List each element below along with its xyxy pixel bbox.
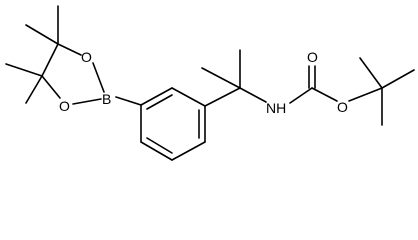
amine-label: NH	[266, 100, 286, 116]
chemical-structure-diagram: B O O NH O O	[5, 5, 415, 161]
ester-oxygen-label: O	[337, 99, 348, 115]
carbamate-group	[289, 65, 338, 104]
carbonyl-oxygen-label: O	[307, 49, 318, 65]
ring-oxygen-bottom-label: O	[59, 98, 70, 114]
gem-dimethyl-carbon	[201, 49, 267, 107]
dioxaborolane-ring	[41, 43, 105, 105]
pinacol-methyls	[5, 5, 59, 104]
boron-aryl-bond	[115, 96, 142, 106]
boron-label: B	[102, 91, 111, 107]
tert-butyl-group	[348, 57, 415, 126]
molecule-drawing: B O O NH O O	[5, 5, 415, 161]
benzene-ring	[140, 87, 206, 161]
ring-oxygen-top-label: O	[81, 49, 92, 65]
